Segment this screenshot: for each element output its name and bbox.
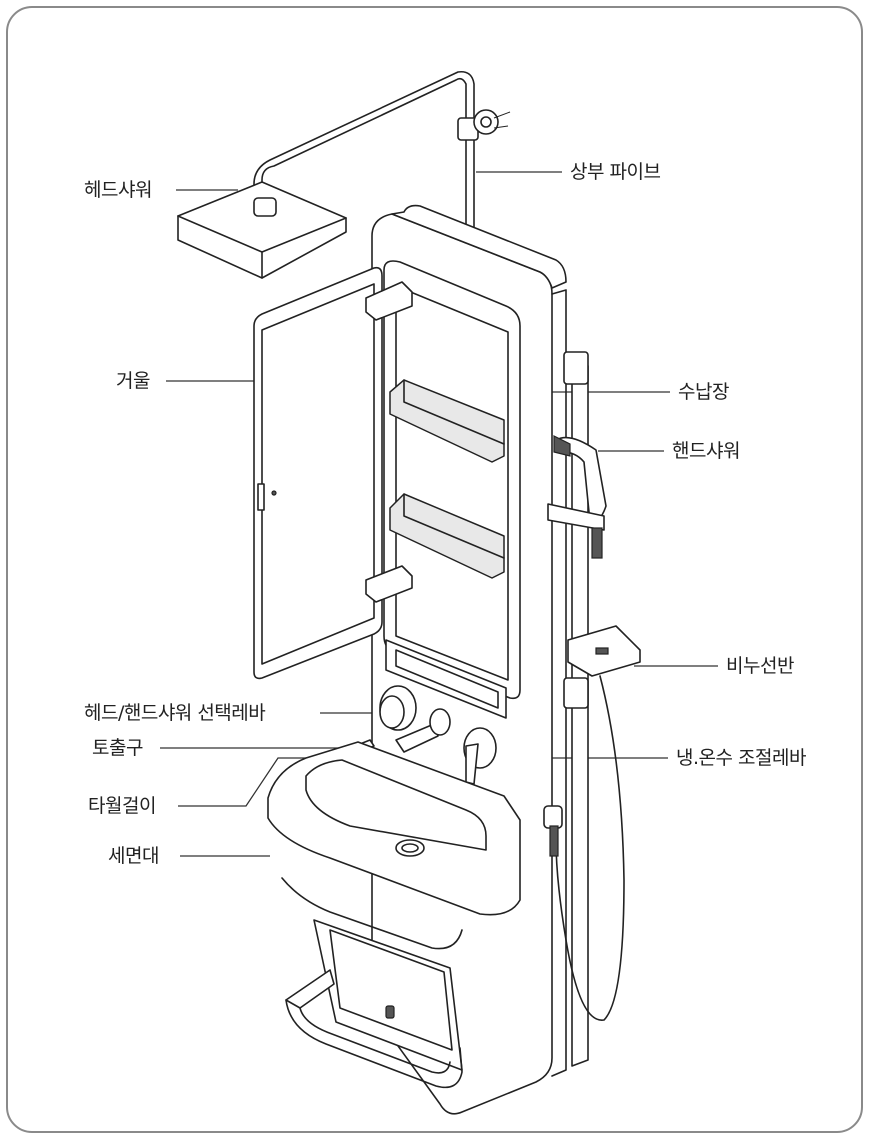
basin-art xyxy=(267,741,521,950)
label-selector-lever: 헤드/핸드샤워 선택레바 xyxy=(84,702,266,724)
label-mirror: 거울 xyxy=(116,370,150,392)
leader-towel-bar xyxy=(178,757,318,807)
controls xyxy=(379,685,497,785)
slide-bar-assembly xyxy=(543,351,641,1067)
label-hot-cold-lever: 냉.온수 조절레바 xyxy=(676,747,806,769)
label-hand-shower: 핸드샤워 xyxy=(672,440,740,462)
label-storage: 수납장 xyxy=(678,381,729,403)
lower-rack xyxy=(285,969,463,1089)
label-spout: 토출구 xyxy=(92,737,143,759)
label-soap-dish: 비누선반 xyxy=(726,655,794,677)
label-basin: 세면대 xyxy=(108,845,159,867)
diagram-frame xyxy=(6,6,863,1133)
label-head-shower: 헤드샤워 xyxy=(84,179,152,201)
label-upper-pipe: 상부 파이브 xyxy=(570,161,661,183)
mirror-door xyxy=(253,266,413,680)
head-shower xyxy=(177,181,347,279)
label-towel-bar: 타월걸이 xyxy=(88,795,156,817)
